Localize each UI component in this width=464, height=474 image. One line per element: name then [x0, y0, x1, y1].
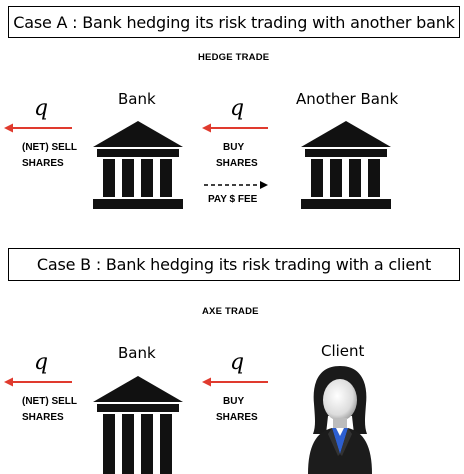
case-b-net-sell-line2: SHARES: [22, 412, 64, 423]
axe-trade-label: AXE TRADE: [202, 306, 259, 317]
case-b-buy-line1: BUY: [223, 396, 245, 407]
hedge-trade-label: HEDGE TRADE: [198, 52, 270, 63]
case-a-sell-arrow: [4, 123, 72, 133]
bank-icon: [301, 121, 391, 209]
case-b-net-sell-label: (NET) SELL SHARES: [22, 394, 77, 426]
case-b-quantity-left: q: [34, 350, 49, 375]
case-a-buy-arrow: [202, 123, 268, 133]
case-a-title-box: Case A : Bank hedging its risk trading w…: [8, 6, 460, 38]
case-b-bank-label: Bank: [118, 344, 156, 362]
case-a-quantity-left: q: [34, 96, 49, 121]
case-a-quantity-right: q: [230, 96, 245, 121]
case-b-quantity-right: q: [230, 350, 245, 375]
case-a-fee-label: PAY $ FEE: [208, 194, 258, 205]
case-b-title: Case B : Bank hedging its risk trading w…: [36, 255, 432, 274]
case-b-client-label: Client: [321, 342, 365, 360]
case-b-buy-line2: SHARES: [216, 412, 258, 423]
case-a-net-sell-line1: (NET) SELL: [22, 142, 77, 153]
case-a-net-sell-label: (NET) SELL SHARES: [22, 140, 77, 172]
bank-icon: [93, 376, 183, 474]
case-a-buy-line1: BUY: [223, 142, 245, 153]
case-a-title: Case A : Bank hedging its risk trading w…: [13, 12, 455, 32]
case-a-net-sell-line2: SHARES: [22, 158, 64, 169]
case-a-another-bank-label: Another Bank: [296, 90, 399, 108]
case-b-net-sell-line1: (NET) SELL: [22, 396, 77, 407]
client-icon: [308, 366, 372, 474]
bank-icon: [93, 121, 183, 209]
case-b-title-box: Case B : Bank hedging its risk trading w…: [8, 248, 460, 281]
case-a-buy-label: BUY SHARES: [216, 140, 258, 172]
case-a-bank-label: Bank: [118, 90, 156, 108]
case-b-sell-arrow: [4, 377, 72, 387]
case-b-buy-arrow: [202, 377, 268, 387]
case-b-buy-label: BUY SHARES: [216, 394, 258, 426]
case-a-buy-line2: SHARES: [216, 158, 258, 169]
case-a-fee-arrow: [204, 181, 268, 189]
